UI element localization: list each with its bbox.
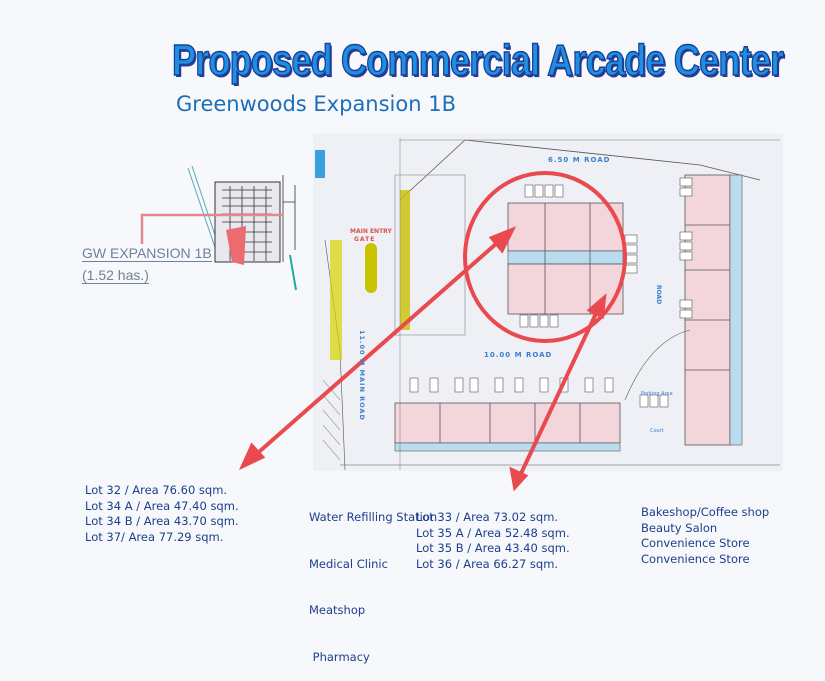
lot-item: Lot 33 / Area 73.02 sqm.	[416, 510, 559, 524]
lot-item: Lot 34 A / Area 47.40 sqm.	[85, 498, 239, 513]
pointer-arrows	[238, 226, 607, 492]
main-entry-label: MAIN ENTRY	[350, 228, 392, 235]
parking-area-label: Parking Area	[641, 391, 673, 397]
lot-item: Lot 35 B / Area 43.40 sqm.	[416, 541, 570, 555]
lot-item: Lot 36 / Area 66.27 sqm.	[416, 556, 559, 571]
site-plan-drawing	[140, 138, 780, 492]
court-label: Court	[650, 428, 664, 434]
business-item: Bakeshop/Coffee shop	[641, 505, 770, 519]
business-item: Medical Clinic	[309, 556, 388, 571]
business-item: Water Refilling Station	[309, 510, 438, 524]
highlight-circle	[463, 171, 627, 343]
business-item: Convenience Store	[641, 536, 750, 550]
lot-item: Lot 37/ Area 77.29 sqm.	[85, 529, 224, 544]
business-item: Pharmacy	[309, 649, 370, 664]
business-item: Beauty Salon	[641, 520, 718, 535]
lot-item: Lot 35 A / Area 52.48 sqm.	[416, 525, 570, 540]
page-subtitle: Greenwoods Expansion 1B	[176, 92, 456, 116]
road-label-middle: 10.00 M ROAD	[484, 351, 553, 359]
lots-left-list: Lot 32 / Area 76.60 sqm. Lot 34 A / Area…	[85, 483, 239, 545]
lot-item: Lot 34 B / Area 43.70 sqm.	[85, 514, 239, 528]
lot-item: Lot 32 / Area 76.60 sqm.	[85, 483, 228, 497]
inset-area: (1.52 has.)	[82, 267, 149, 284]
business-item: Meatshop	[309, 603, 366, 617]
page-title: Proposed Commercial Arcade Center	[171, 35, 784, 86]
road-label-right: ROAD	[655, 285, 662, 305]
inset-location-map	[140, 165, 297, 291]
inset-label: GW EXPANSION 1B	[82, 245, 212, 262]
businesses-right-list: Bakeshop/Coffee shop Beauty Salon Conven…	[641, 505, 769, 567]
business-item: Convenience Store	[641, 551, 750, 566]
main-road-label: 11.00 M MAIN ROAD	[358, 330, 366, 421]
lots-right-list: Lot 33 / Area 73.02 sqm. Lot 35 A / Area…	[416, 510, 570, 572]
gate-label: GATE	[354, 236, 376, 243]
road-label-top: 6.50 M ROAD	[548, 156, 611, 164]
